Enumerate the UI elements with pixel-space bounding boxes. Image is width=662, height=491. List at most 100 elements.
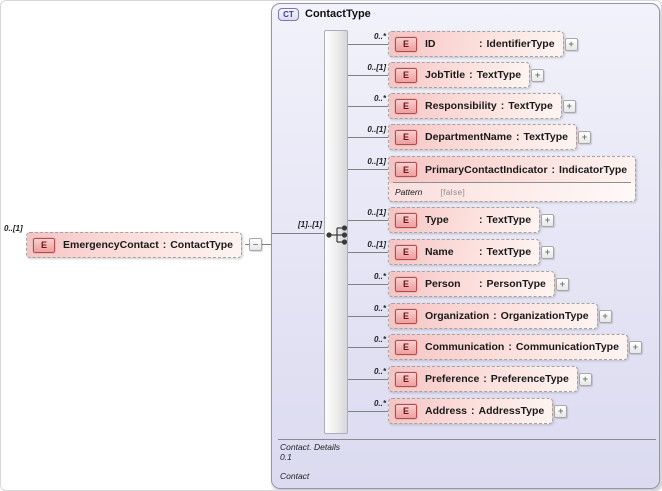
compositor-cardinality: [1]..[1]: [298, 220, 322, 229]
annotation-name: Contact: [280, 471, 310, 481]
name-type-separator: :: [471, 405, 475, 417]
name-type-separator: :: [500, 100, 505, 112]
connector-line: [348, 252, 388, 253]
element-icon: E: [394, 275, 418, 293]
name-type-separator: :: [479, 214, 483, 226]
plus-icon: +: [582, 374, 588, 384]
name-type-separator: :: [479, 246, 483, 258]
expand-button[interactable]: +: [628, 341, 642, 354]
plus-icon: +: [559, 279, 565, 289]
element-type: TextType: [486, 246, 532, 258]
annotation-block: Contact. Details 0.1 Contact: [280, 442, 340, 481]
connector-line: [348, 220, 388, 221]
connector-line: [348, 347, 388, 348]
annotation-cardinality-note: 0.1: [280, 452, 292, 462]
element-icon: E: [394, 211, 418, 229]
element-cardinality: 0..[1]: [367, 125, 386, 134]
element-type: IndicatorType: [559, 163, 628, 176]
element-name: Address: [425, 405, 468, 417]
annotation-definition: Contact. Details: [280, 442, 340, 452]
element-cardinality: 0..[1]: [367, 208, 386, 217]
element-box[interactable]: E Preference:PreferenceType +: [388, 366, 592, 392]
expand-button[interactable]: +: [562, 100, 576, 113]
element-icon: E: [394, 338, 418, 356]
element-name: JobTitle: [425, 69, 466, 81]
expand-button[interactable]: +: [531, 69, 545, 82]
expand-button[interactable]: +: [541, 214, 555, 227]
compositor-connector-line: [272, 233, 324, 234]
ct-badge-label: CT: [283, 10, 294, 19]
element-type: PreferenceType: [490, 373, 569, 385]
connector-line: [348, 316, 388, 317]
element-icon: E: [394, 243, 418, 261]
complex-type-title: ContactType: [305, 8, 371, 20]
element-type: OrganizationType: [500, 310, 589, 322]
element-name: DepartmentName: [425, 131, 512, 143]
element-cardinality: 0..[1]: [367, 63, 386, 72]
connector-line: [348, 75, 388, 76]
element-type: TextType: [508, 100, 553, 112]
name-type-separator: :: [479, 278, 483, 290]
name-type-separator: :: [469, 69, 473, 81]
connector-line: [348, 284, 388, 285]
element-icon: E: [394, 370, 418, 388]
facet-label: Pattern: [395, 187, 423, 197]
root-element-cardinality: 0..[1]: [4, 224, 23, 233]
plus-icon: +: [558, 406, 564, 416]
element-icon: E: [394, 35, 418, 53]
element-icon: E: [394, 402, 418, 420]
element-box[interactable]: E Person:PersonType +: [388, 271, 569, 297]
plus-icon: +: [544, 247, 551, 257]
root-element-box[interactable]: E EmergencyContact : ContactType: [26, 232, 243, 258]
expand-button[interactable]: +: [554, 405, 568, 418]
expand-button[interactable]: +: [578, 131, 591, 144]
connector-line: [348, 379, 388, 380]
expand-button[interactable]: +: [564, 38, 578, 51]
expand-button[interactable]: +: [541, 246, 555, 259]
element-cardinality: 0..*: [373, 94, 386, 103]
connector-line: [348, 106, 388, 107]
element-cardinality: 0..*: [373, 367, 386, 376]
plus-icon: +: [544, 215, 551, 225]
name-type-separator: :: [515, 131, 520, 143]
annotation-divider: [278, 439, 656, 440]
plus-icon: +: [534, 70, 541, 80]
element-cardinality: 0..[1]: [367, 240, 386, 249]
plus-icon: +: [602, 311, 608, 321]
expand-button[interactable]: +: [578, 373, 592, 386]
element-cardinality: 0..*: [373, 304, 386, 313]
complex-type-badge: CT: [278, 8, 299, 21]
connector-line: [348, 169, 388, 170]
name-type-separator: :: [551, 163, 556, 176]
element-name: Responsibility: [425, 100, 497, 112]
element-type: PersonType: [486, 278, 546, 290]
expand-button[interactable]: +: [555, 278, 569, 291]
element-name: Organization: [425, 310, 490, 322]
sequence-icon[interactable]: [326, 224, 350, 246]
element-icon: E: [394, 161, 418, 178]
element-name: Type: [425, 214, 449, 226]
plus-icon: +: [566, 101, 572, 111]
element-type: CommunicationType: [515, 341, 619, 353]
element-type: TextType: [523, 131, 568, 143]
element-name: Preference: [425, 373, 480, 385]
element-icon: E: [32, 236, 56, 254]
element-name: Person: [425, 278, 461, 290]
expand-button[interactable]: +: [598, 310, 612, 323]
name-type-separator: :: [483, 373, 487, 385]
collapse-button[interactable]: –: [249, 238, 262, 251]
element-cardinality: 0..*: [373, 272, 386, 281]
connector-line: [348, 44, 388, 45]
